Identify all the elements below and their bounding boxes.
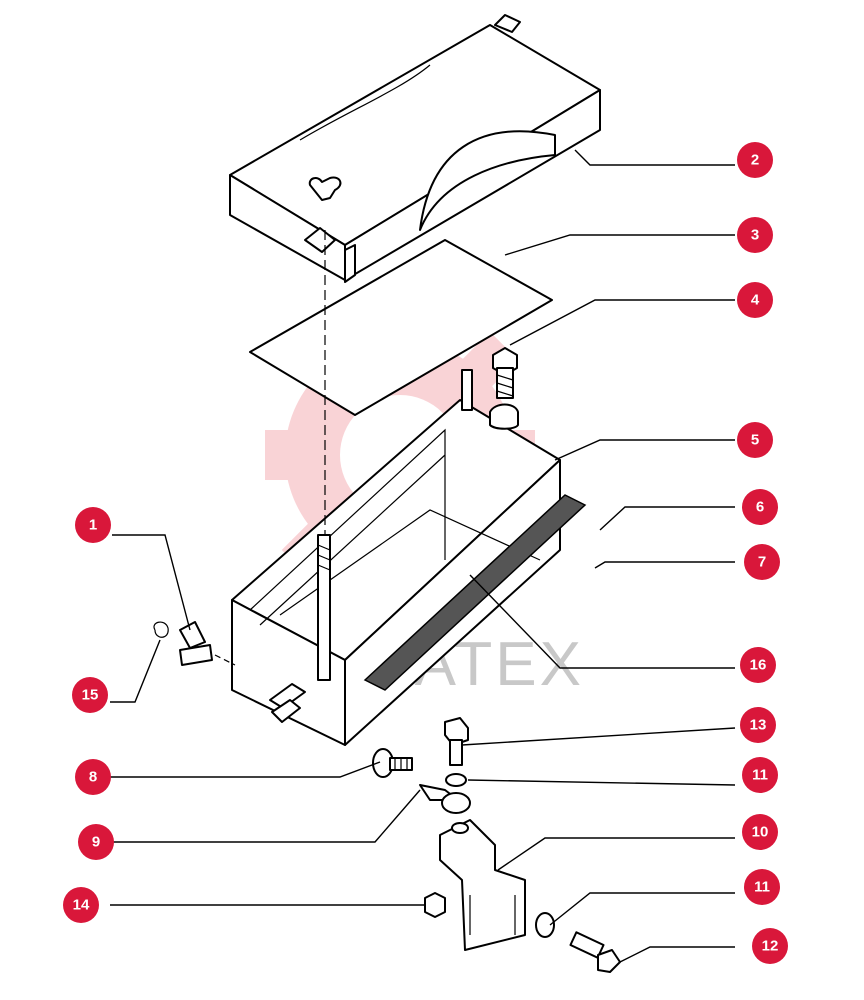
- part-10-bracket: [439, 819, 526, 951]
- part-8-screw: [372, 748, 413, 778]
- callout-circle: [737, 217, 773, 253]
- callout-circle: [742, 757, 778, 793]
- callout-c14: 14: [63, 887, 99, 923]
- callout-group: 2 3 4 5 6 7 1 16 15 13 8 11 9 10 11 14 12: [63, 142, 788, 964]
- callout-circle: [752, 928, 788, 964]
- part-15-clip: [153, 621, 236, 666]
- callout-c2: 2: [737, 142, 773, 178]
- callout-label: 16: [750, 657, 767, 674]
- callout-label: 2: [751, 152, 759, 169]
- callout-label: 8: [89, 769, 97, 786]
- part-13-bolt: [444, 717, 469, 766]
- callout-c15: 15: [72, 677, 108, 713]
- callout-label: 4: [751, 292, 760, 309]
- part-1-wing-nut: [179, 621, 213, 666]
- part-2-cover-housing: [229, 14, 601, 283]
- callout-label: 1: [89, 517, 97, 534]
- callout-circle: [740, 707, 776, 743]
- leader-lines: [110, 149, 736, 963]
- callout-c7: 7: [744, 544, 780, 580]
- callout-c1: 1: [75, 507, 111, 543]
- callout-c12: 12: [752, 928, 788, 964]
- part-11-washer-upper: [445, 773, 467, 787]
- callout-c11a: 11: [742, 757, 778, 793]
- callout-circle: [740, 647, 776, 683]
- callout-c6: 6: [742, 489, 778, 525]
- callout-circle: [744, 544, 780, 580]
- callout-c3: 3: [737, 217, 773, 253]
- callout-label: 11: [752, 767, 768, 784]
- part-4-bolt: [492, 347, 518, 399]
- callout-circle: [737, 282, 773, 318]
- callout-circle: [737, 422, 773, 458]
- callout-label: 5: [751, 432, 759, 449]
- part-9-sleeve: [419, 784, 471, 814]
- callout-circle: [63, 887, 99, 923]
- callout-label: 10: [752, 824, 769, 841]
- callout-circle: [75, 759, 111, 795]
- part-14-nut: [424, 892, 446, 918]
- tray-tab: [269, 683, 306, 723]
- callout-circle: [742, 814, 778, 850]
- callout-circle: [744, 869, 780, 905]
- callout-circle: [75, 507, 111, 543]
- callout-c11b: 11: [744, 869, 780, 905]
- callout-label: 15: [82, 687, 99, 704]
- callout-label: 3: [751, 227, 759, 244]
- callout-c13: 13: [740, 707, 776, 743]
- callout-label: 14: [73, 897, 90, 914]
- callout-circle: [78, 824, 114, 860]
- part-12-bolt: [569, 931, 621, 973]
- part-11-washer-lower: [535, 912, 555, 938]
- callout-c8: 8: [75, 759, 111, 795]
- stud-rod: [317, 230, 331, 681]
- callout-label: 6: [756, 499, 764, 516]
- callout-label: 9: [92, 834, 100, 851]
- callout-circle: [737, 142, 773, 178]
- callout-label: 12: [762, 938, 779, 955]
- callout-circle: [742, 489, 778, 525]
- callout-label: 13: [750, 717, 767, 734]
- callout-c9: 9: [78, 824, 114, 860]
- callout-c16: 16: [740, 647, 776, 683]
- callout-label: 7: [758, 554, 766, 571]
- callout-c5: 5: [737, 422, 773, 458]
- callout-label: 11: [754, 879, 770, 896]
- callout-c4: 4: [737, 282, 773, 318]
- callout-c10: 10: [742, 814, 778, 850]
- part-16-strip: [363, 494, 587, 691]
- callout-circle: [72, 677, 108, 713]
